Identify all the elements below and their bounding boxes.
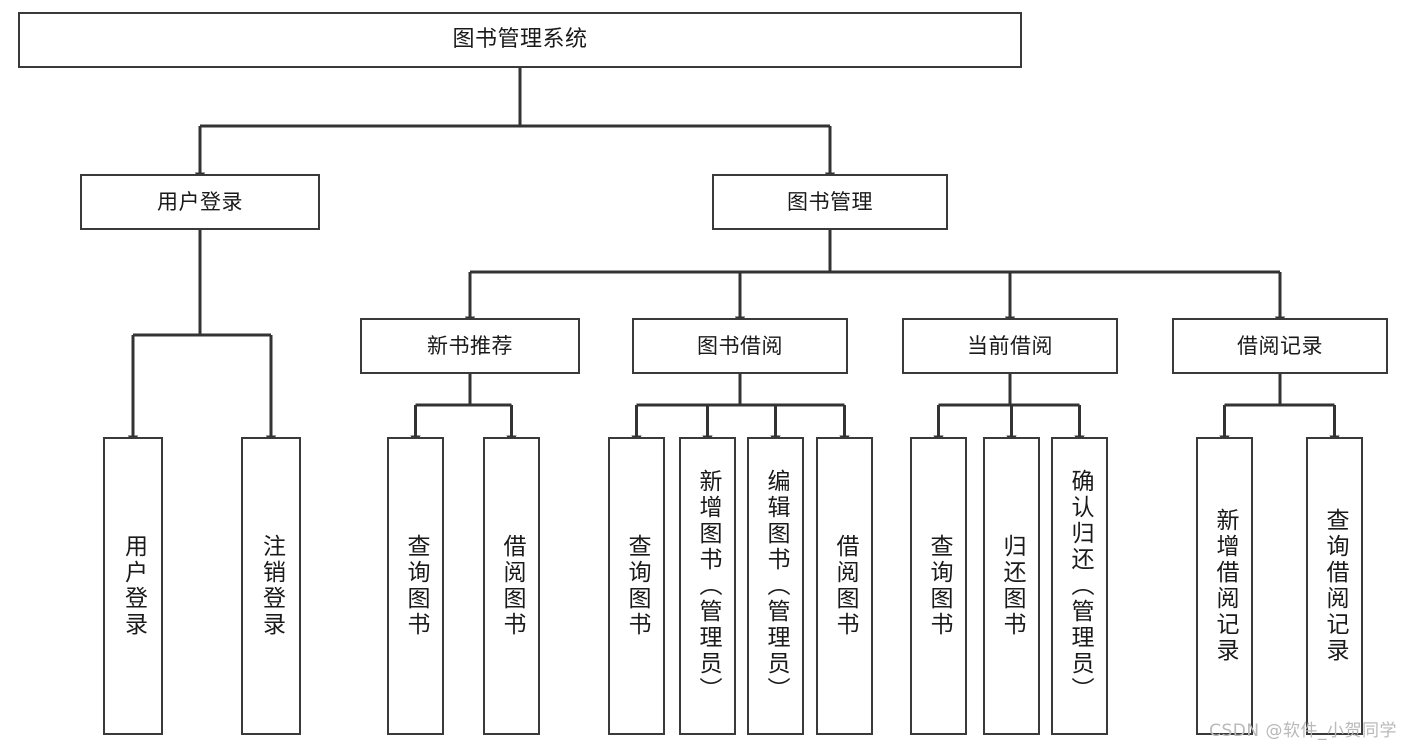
node-label: 新书推荐 <box>427 333 513 358</box>
node-l3-b1[interactable]: 查询图书 <box>387 437 444 735</box>
node-label: 借阅图书 <box>832 534 858 638</box>
node-label: 查询图书 <box>624 534 650 638</box>
node-label: 图书借阅 <box>697 333 783 358</box>
node-l3-b2[interactable]: 借阅图书 <box>483 437 540 735</box>
node-l3-c3[interactable]: 编辑图书（管理员） <box>747 437 804 735</box>
node-root[interactable]: 图书管理系统 <box>18 12 1022 68</box>
node-l3-e1[interactable]: 新增借阅记录 <box>1196 437 1253 735</box>
node-l2-newrec[interactable]: 新书推荐 <box>360 318 580 374</box>
node-label: 新增借阅记录 <box>1212 508 1238 664</box>
node-l3-c2[interactable]: 新增图书（管理员） <box>679 437 736 735</box>
node-l3-c4[interactable]: 借阅图书 <box>816 437 873 735</box>
node-l1-book[interactable]: 图书管理 <box>712 174 948 230</box>
node-label: 当前借阅 <box>967 333 1053 358</box>
node-l3-d2[interactable]: 归还图书 <box>983 437 1040 735</box>
node-label: 编辑图书（管理员） <box>763 469 789 703</box>
node-l1-login[interactable]: 用户登录 <box>80 174 320 230</box>
node-l3-e2[interactable]: 查询借阅记录 <box>1306 437 1363 735</box>
node-l2-current[interactable]: 当前借阅 <box>902 318 1118 374</box>
node-label: 用户登录 <box>120 534 147 638</box>
node-label: 借阅记录 <box>1237 333 1323 358</box>
node-label: 图书管理系统 <box>452 27 588 53</box>
node-label: 新增图书（管理员） <box>695 469 721 703</box>
watermark: CSDN @软件_小贺同学 <box>1209 721 1397 741</box>
node-label: 确认归还（管理员） <box>1067 469 1093 703</box>
node-label: 查询借阅记录 <box>1322 508 1348 664</box>
node-label: 查询图书 <box>403 534 429 638</box>
node-label: 注销登录 <box>258 534 285 638</box>
node-l3-a2[interactable]: 注销登录 <box>241 437 301 735</box>
node-label: 用户登录 <box>157 189 243 214</box>
node-l3-c1[interactable]: 查询图书 <box>608 437 665 735</box>
node-l2-record[interactable]: 借阅记录 <box>1172 318 1388 374</box>
node-l3-a1[interactable]: 用户登录 <box>103 437 163 735</box>
node-l3-d1[interactable]: 查询图书 <box>910 437 967 735</box>
node-l3-d3[interactable]: 确认归还（管理员） <box>1051 437 1108 735</box>
node-label: 归还图书 <box>999 534 1025 638</box>
node-label: 借阅图书 <box>499 534 525 638</box>
node-label: 图书管理 <box>787 189 873 214</box>
node-l2-borrow[interactable]: 图书借阅 <box>632 318 848 374</box>
node-label: 查询图书 <box>926 534 952 638</box>
